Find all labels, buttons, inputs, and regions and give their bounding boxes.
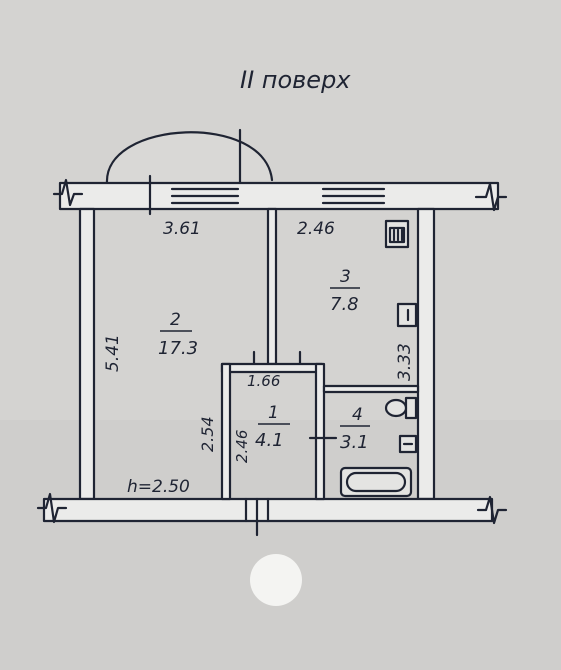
ceiling-height: h=2.50	[127, 477, 190, 497]
room-label-4: 4 3.1	[340, 405, 370, 453]
room-number: 4	[352, 405, 363, 425]
top-windows	[148, 174, 386, 216]
kitchen-sink-icon	[396, 302, 418, 328]
break-mark-top-right	[474, 182, 508, 212]
top-exterior-wall	[58, 181, 500, 211]
room-label-3: 3 7.8	[330, 267, 360, 315]
dimension-room3-width: 2.46	[297, 219, 335, 239]
room-label-2: 2 17.3	[158, 310, 198, 359]
corridor-wall-right	[314, 362, 326, 501]
room-area: 17.3	[158, 338, 198, 359]
room-area: 7.8	[330, 294, 359, 315]
room-number: 1	[268, 403, 279, 423]
room-number: 2	[170, 310, 181, 330]
dimension-room2-width: 3.61	[163, 219, 201, 239]
right-exterior-wall	[416, 207, 436, 501]
bathroom-wall-top	[322, 384, 420, 394]
dimension-room2-height: 5.41	[103, 334, 123, 372]
break-mark-bottom-right	[476, 495, 508, 525]
room-area: 3.1	[340, 432, 369, 453]
dimension-corridor-width: 1.66	[247, 372, 280, 390]
dimension-corridor-left-outer: 2.54	[198, 416, 217, 452]
dimension-corridor-left-inner: 2.46	[233, 430, 251, 463]
room-area: 4.1	[255, 430, 284, 451]
break-mark-top-left	[52, 178, 84, 207]
dimension-room3-height: 3.33	[395, 343, 415, 381]
corridor-wall-left	[220, 362, 232, 501]
stove-icon	[384, 219, 410, 249]
bathtub-icon	[339, 466, 413, 498]
floor-title: II поверх	[240, 66, 351, 94]
entrance-door	[244, 497, 270, 537]
break-mark-bottom-left	[36, 492, 68, 524]
partition-room2-room3	[266, 207, 278, 366]
balcony	[105, 131, 274, 185]
corridor-wall-top	[220, 362, 324, 374]
left-exterior-wall	[78, 207, 96, 501]
paper-glare	[250, 554, 302, 606]
washbasin-icon	[398, 434, 418, 454]
toilet-icon	[384, 396, 418, 420]
room-number: 3	[340, 267, 351, 287]
room-label-1: 1 4.1	[255, 403, 290, 451]
